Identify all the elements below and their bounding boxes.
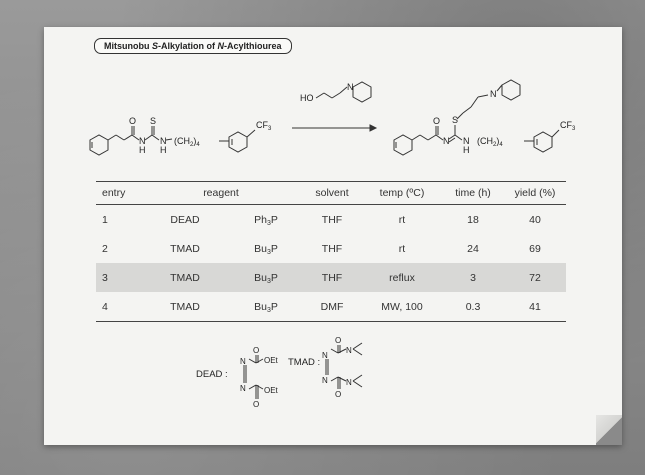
dead-oet1: OEt bbox=[264, 356, 279, 365]
tmad-n3: N bbox=[322, 376, 328, 385]
scheme-title: Mitsunobu S-Alkylation of N-Acylthiourea bbox=[94, 38, 292, 54]
title-italic-n: N bbox=[217, 41, 225, 51]
cell-yield: 72 bbox=[504, 263, 566, 292]
header-temp: temp (ºC) bbox=[362, 181, 442, 205]
reagent-n: N bbox=[347, 82, 354, 92]
header-solvent: solvent bbox=[302, 181, 362, 205]
dead-o2: O bbox=[253, 400, 259, 409]
cell-solvent: THF bbox=[302, 263, 362, 292]
table-row: 1 DEAD Ph3P THF rt 18 40 bbox=[96, 205, 566, 235]
cell-time: 0.3 bbox=[442, 292, 504, 322]
reactant-thio-s: S bbox=[150, 116, 156, 126]
dead-o1: O bbox=[253, 346, 259, 355]
cell-temp: MW, 100 bbox=[362, 292, 442, 322]
cell-phosphine: Bu3P bbox=[230, 292, 302, 322]
cell-yield: 69 bbox=[529, 242, 541, 255]
tmad-n2: N bbox=[346, 346, 352, 355]
title-text: -Alkylation of bbox=[158, 41, 218, 51]
product-carbonyl-o: O bbox=[433, 116, 440, 126]
cell-azo: DEAD bbox=[170, 213, 200, 226]
reaction-scheme: O S N H N H (CH2)4 CF3 HO N O S N N H (C… bbox=[89, 79, 576, 409]
reactant-n1: N bbox=[139, 136, 146, 146]
table-header-row: entry reagent solvent temp (ºC) time (h)… bbox=[96, 181, 566, 205]
title-text: -Acylthiourea bbox=[224, 41, 282, 51]
title-text: Mitsunobu bbox=[104, 41, 152, 51]
cell-temp: rt bbox=[398, 242, 406, 255]
header-reagent: reagent bbox=[140, 181, 302, 205]
cell-entry: 1 bbox=[102, 213, 108, 226]
cell-azo: TMAD bbox=[140, 263, 231, 292]
cell-time: 3 bbox=[442, 263, 504, 292]
cell-yield: 41 bbox=[504, 292, 566, 322]
product-s: S bbox=[452, 115, 458, 125]
conditions-table: entry reagent solvent temp (ºC) time (h)… bbox=[96, 181, 566, 322]
cell-entry: 4 bbox=[96, 292, 140, 322]
cell-yield: 40 bbox=[529, 213, 541, 226]
cell-phosphine: Bu3P bbox=[230, 263, 302, 292]
header-yield: yield (%) bbox=[504, 181, 566, 205]
cell-solvent: DMF bbox=[302, 292, 362, 322]
title-italic-s: S bbox=[152, 41, 159, 51]
dead-oet2: OEt bbox=[264, 386, 279, 395]
tmad-o1: O bbox=[335, 336, 341, 345]
tmad-label: TMAD : bbox=[288, 357, 320, 368]
product-chain: (CH2)4 bbox=[477, 136, 503, 148]
product-n-imine: N bbox=[443, 136, 450, 146]
table-row: 4 TMAD Bu3P DMF MW, 100 0.3 41 bbox=[96, 292, 566, 322]
cell-phosphine: Bu3P bbox=[254, 242, 278, 256]
paper-sheet: Mitsunobu S-Alkylation of N-Acylthiourea bbox=[44, 27, 622, 445]
product-pip-n: N bbox=[490, 89, 497, 99]
dead-label: DEAD : bbox=[196, 369, 228, 380]
cell-time: 18 bbox=[467, 213, 479, 226]
cell-entry: 2 bbox=[102, 242, 108, 255]
cell-azo: TMAD bbox=[140, 292, 231, 322]
reagent-ho: HO bbox=[300, 93, 314, 103]
reactant-carbonyl-o: O bbox=[129, 116, 136, 126]
cell-temp: reflux bbox=[362, 263, 442, 292]
cell-temp: rt bbox=[398, 213, 406, 226]
product-nh: N bbox=[463, 136, 470, 146]
cell-azo: TMAD bbox=[170, 242, 200, 255]
reactant-chain: (CH2)4 bbox=[174, 136, 200, 148]
header-time: time (h) bbox=[442, 181, 504, 205]
cell-solvent: THF bbox=[321, 242, 343, 255]
table-row-highlighted: 3 TMAD Bu3P THF reflux 3 72 bbox=[96, 263, 566, 292]
reactant-n2: N bbox=[160, 136, 167, 146]
cell-phosphine: Ph3P bbox=[254, 213, 278, 227]
reactant-cf3: CF3 bbox=[256, 120, 272, 132]
tmad-o2: O bbox=[335, 390, 341, 399]
product-h: H bbox=[463, 145, 470, 155]
cell-time: 24 bbox=[467, 242, 479, 255]
header-entry: entry bbox=[96, 181, 140, 205]
tmad-n4: N bbox=[346, 378, 352, 387]
reactant-h1: H bbox=[139, 145, 146, 155]
cell-entry: 3 bbox=[96, 263, 140, 292]
cell-solvent: THF bbox=[321, 213, 343, 226]
product-cf3: CF3 bbox=[560, 120, 576, 132]
tmad-n1: N bbox=[322, 351, 328, 360]
table-row: 2 TMAD Bu3P THF rt 24 69 bbox=[96, 234, 566, 263]
reactant-h2: H bbox=[160, 145, 167, 155]
dead-n1: N bbox=[240, 357, 246, 366]
dead-n2: N bbox=[240, 384, 246, 393]
